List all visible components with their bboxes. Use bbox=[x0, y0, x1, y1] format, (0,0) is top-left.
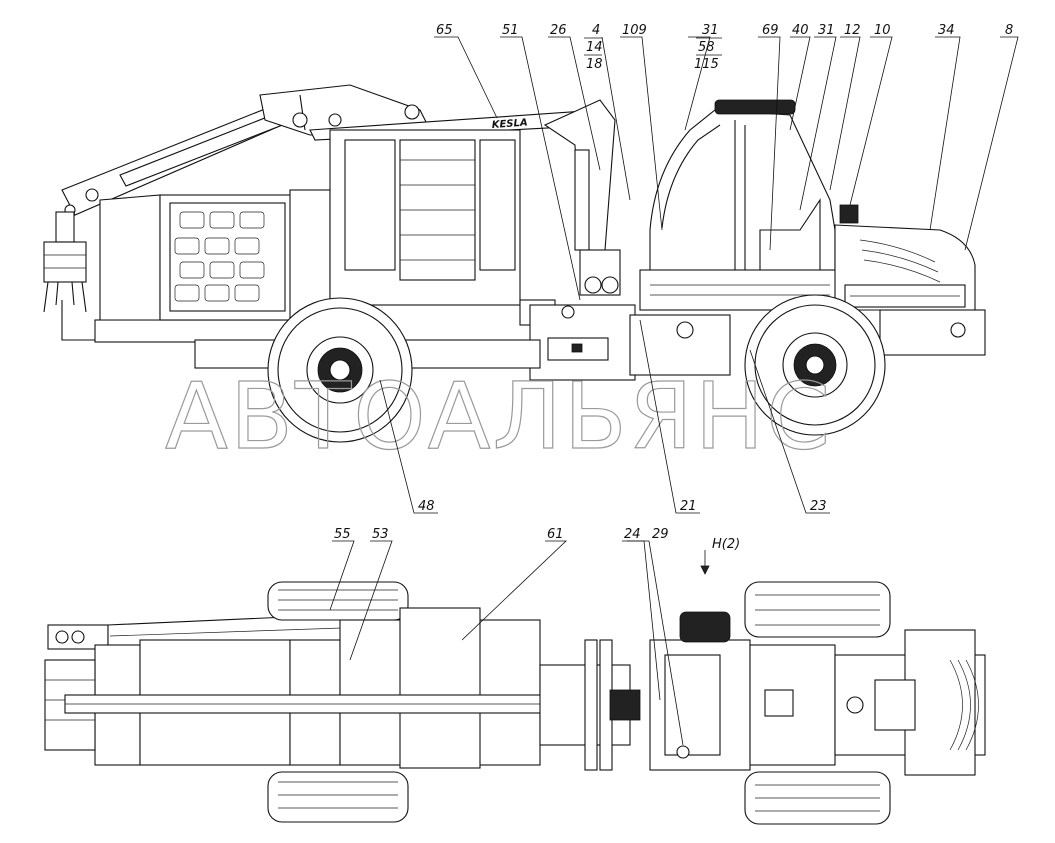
callout-10: 10 bbox=[874, 23, 891, 38]
top-view bbox=[44, 581, 986, 825]
callout-24: 24 bbox=[624, 527, 641, 542]
articulation-joint bbox=[539, 639, 641, 771]
callout-31-cab: 31 bbox=[818, 23, 835, 38]
callout-31-top: 31 bbox=[702, 23, 719, 38]
center-body bbox=[329, 129, 636, 381]
front-tyres-top bbox=[744, 581, 891, 825]
vent-grille bbox=[174, 211, 265, 302]
callout-115: 115 bbox=[694, 57, 719, 72]
crane-pillar bbox=[543, 99, 621, 296]
rear-tyres-top bbox=[267, 581, 409, 823]
cab-grille bbox=[650, 284, 830, 296]
brand-label: KESLA bbox=[491, 118, 528, 131]
engine-hood-top bbox=[834, 629, 986, 776]
callout-51: 51 bbox=[502, 23, 519, 38]
crane-boom-top bbox=[47, 611, 403, 650]
rear-wheel bbox=[267, 297, 413, 443]
callout-69: 69 bbox=[762, 23, 779, 38]
grapple bbox=[43, 211, 87, 313]
watermark-text: АВТОАЛЬЯНС bbox=[165, 363, 832, 470]
callout-40: 40 bbox=[792, 23, 809, 38]
callout-53: 53 bbox=[372, 527, 389, 542]
callout-61: 61 bbox=[547, 527, 564, 542]
side-leaders bbox=[379, 36, 1019, 514]
callout-48: 48 bbox=[418, 499, 435, 514]
callout-26: 26 bbox=[550, 23, 567, 38]
callout-29: 29 bbox=[652, 527, 669, 542]
callout-65: 65 bbox=[436, 23, 453, 38]
cab-top bbox=[649, 611, 836, 771]
callout-34: 34 bbox=[938, 23, 955, 38]
callout-8: 8 bbox=[1005, 23, 1013, 38]
callout-21: 21 bbox=[680, 499, 697, 514]
callout-23: 23 bbox=[810, 499, 827, 514]
view-label: H(2) bbox=[712, 537, 740, 552]
top-leaders bbox=[329, 540, 710, 746]
callout-58: 58 bbox=[698, 40, 715, 55]
callout-18: 18 bbox=[586, 57, 603, 72]
side-view: KESLA bbox=[43, 84, 986, 443]
engine-hood bbox=[834, 224, 986, 356]
front-wheel bbox=[744, 294, 886, 436]
callout-14: 14 bbox=[586, 40, 603, 55]
callout-4: 4 bbox=[592, 23, 600, 38]
callout-109: 109 bbox=[622, 23, 647, 38]
callout-12: 12 bbox=[844, 23, 861, 38]
cab bbox=[629, 99, 859, 376]
callout-55: 55 bbox=[334, 527, 351, 542]
